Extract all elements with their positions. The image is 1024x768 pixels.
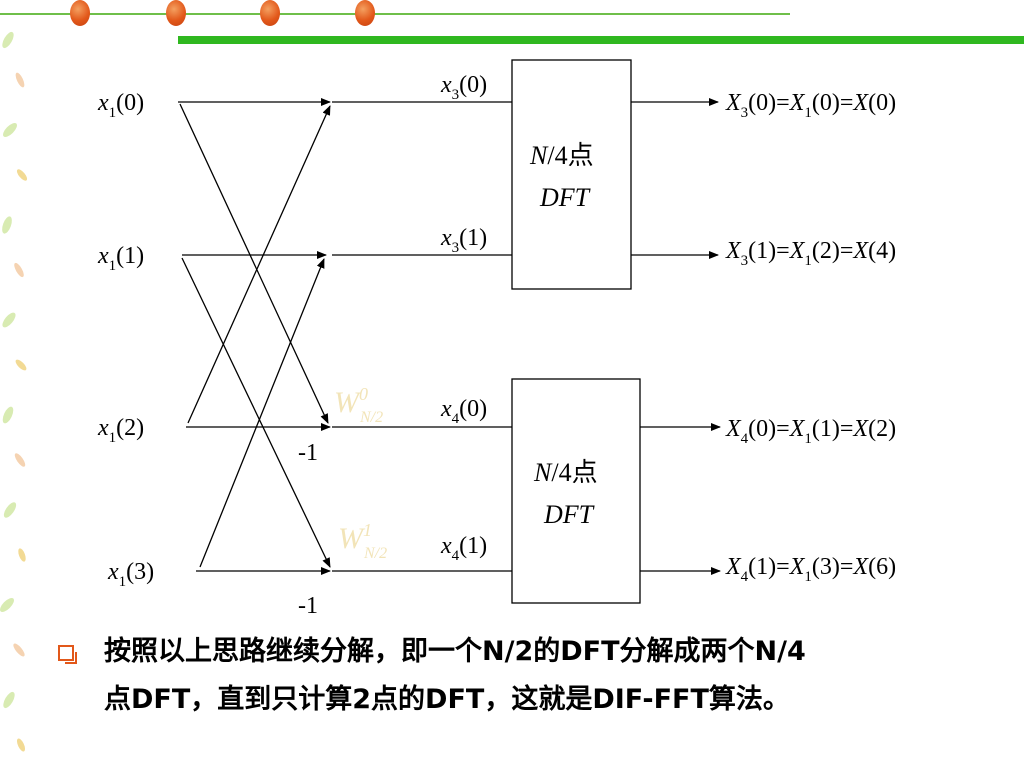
output-label-0: X3(0)=X1(0)=X(0) [725,90,896,121]
mid-label-x4-0: x4(0) [440,396,487,427]
orange-dot-2 [166,0,186,26]
branch-1-to-3 [181,257,331,568]
input-label-0: x1(0) [97,90,144,121]
branch-0-to-2 [179,103,329,424]
caption-line-1: 按照以上思路继续分解，即一个N/2的DFT分解成两个N/4 [104,636,806,667]
mid-label-x3-1: x3(1) [440,225,487,256]
block-lower-dft: DFT [543,500,595,529]
output-label-2: X4(0)=X1(1)=X(2) [725,416,896,447]
block-lower-title: N/4点 [533,458,598,487]
dft-block-lower [511,378,641,604]
output-label-1: X3(1)=X1(2)=X(4) [725,238,896,269]
minus-one-label-2: -1 [298,593,318,619]
dft-block-upper [511,59,632,290]
header-green-bar [178,36,1024,44]
branch-3-to-1 [199,258,325,568]
output-label-3: X4(1)=X1(3)=X(6) [725,554,896,585]
block-upper-dft: DFT [539,183,591,212]
input-label-3: x1(3) [107,559,154,590]
decorative-leaf-strip [0,0,30,768]
input-label-2: x1(2) [97,415,144,446]
caption-text: 按照以上思路继续分解，即一个N/2的DFT分解成两个N/4 点DFT，直到只计算… [104,628,984,724]
block-upper-title: N/4点 [529,141,594,170]
orange-dot-1 [70,0,90,26]
mid-label-x4-1: x4(1) [440,533,487,564]
input-label-1: x1(1) [97,243,144,274]
bullet-checkbox-icon [58,645,77,664]
mid-label-x3-0: x3(0) [440,72,487,103]
orange-dot-4 [355,0,375,26]
branch-2-to-0 [187,105,331,424]
caption-line-2: 点DFT，直到只计算2点的DFT，这就是DIF-FFT算法。 [104,684,790,715]
top-rule-line [0,13,790,15]
orange-dot-3 [260,0,280,26]
minus-one-label-1: -1 [298,440,318,466]
